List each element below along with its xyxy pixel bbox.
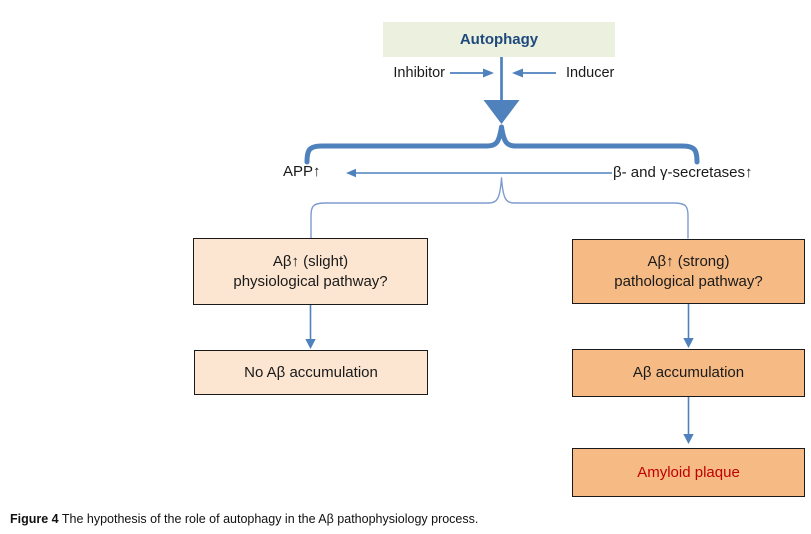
no-ab-accumulation-box: No Aβ accumulation: [194, 350, 428, 395]
secretases-label: β- and γ-secretases↑: [613, 164, 753, 181]
inhibitor-arrowhead-icon: [483, 68, 494, 78]
autophagy-label: Autophagy: [459, 30, 539, 48]
slight-line2: physiological pathway?: [233, 272, 388, 290]
strong-pathological-pathway-box: Aβ↑ (strong) pathological pathway?: [572, 239, 805, 304]
app-label: APP↑: [283, 163, 321, 180]
figure-caption: Figure 4 The hypothesis of the role of a…: [10, 512, 478, 526]
inducer-arrowhead-icon: [512, 68, 523, 78]
inhibitor-label: Inhibitor: [393, 65, 445, 81]
figure-caption-number: Figure 4: [10, 512, 59, 526]
thin-brace: [310, 177, 689, 239]
strong-line2: pathological pathway?: [614, 272, 763, 290]
secretases-to-app-arrowhead-icon: [346, 168, 356, 178]
amyloid-plaque-label: Amyloid plaque: [637, 463, 740, 481]
big-down-arrowhead-icon: [483, 100, 520, 124]
left-pathway-arrowhead-icon: [305, 339, 316, 349]
autophagy-box: Autophagy: [383, 22, 615, 57]
slight-line1: Aβ↑ (slight): [272, 252, 349, 270]
right-pathway-arrowhead2-icon: [683, 434, 694, 444]
amyloid-plaque-box: Amyloid plaque: [572, 448, 805, 497]
slight-physiological-pathway-box: Aβ↑ (slight) physiological pathway?: [193, 238, 428, 305]
ab-accumulation-label: Aβ accumulation: [632, 364, 745, 382]
no-ab-accumulation-label: No Aβ accumulation: [244, 363, 378, 381]
inducer-label: Inducer: [566, 65, 615, 81]
thick-brace: [304, 124, 700, 165]
strong-line1: Aβ↑ (strong): [647, 252, 730, 270]
ab-accumulation-box: Aβ accumulation: [572, 349, 805, 397]
figure-caption-text: The hypothesis of the role of autophagy …: [58, 512, 479, 526]
right-pathway-arrowhead1-icon: [683, 338, 694, 348]
